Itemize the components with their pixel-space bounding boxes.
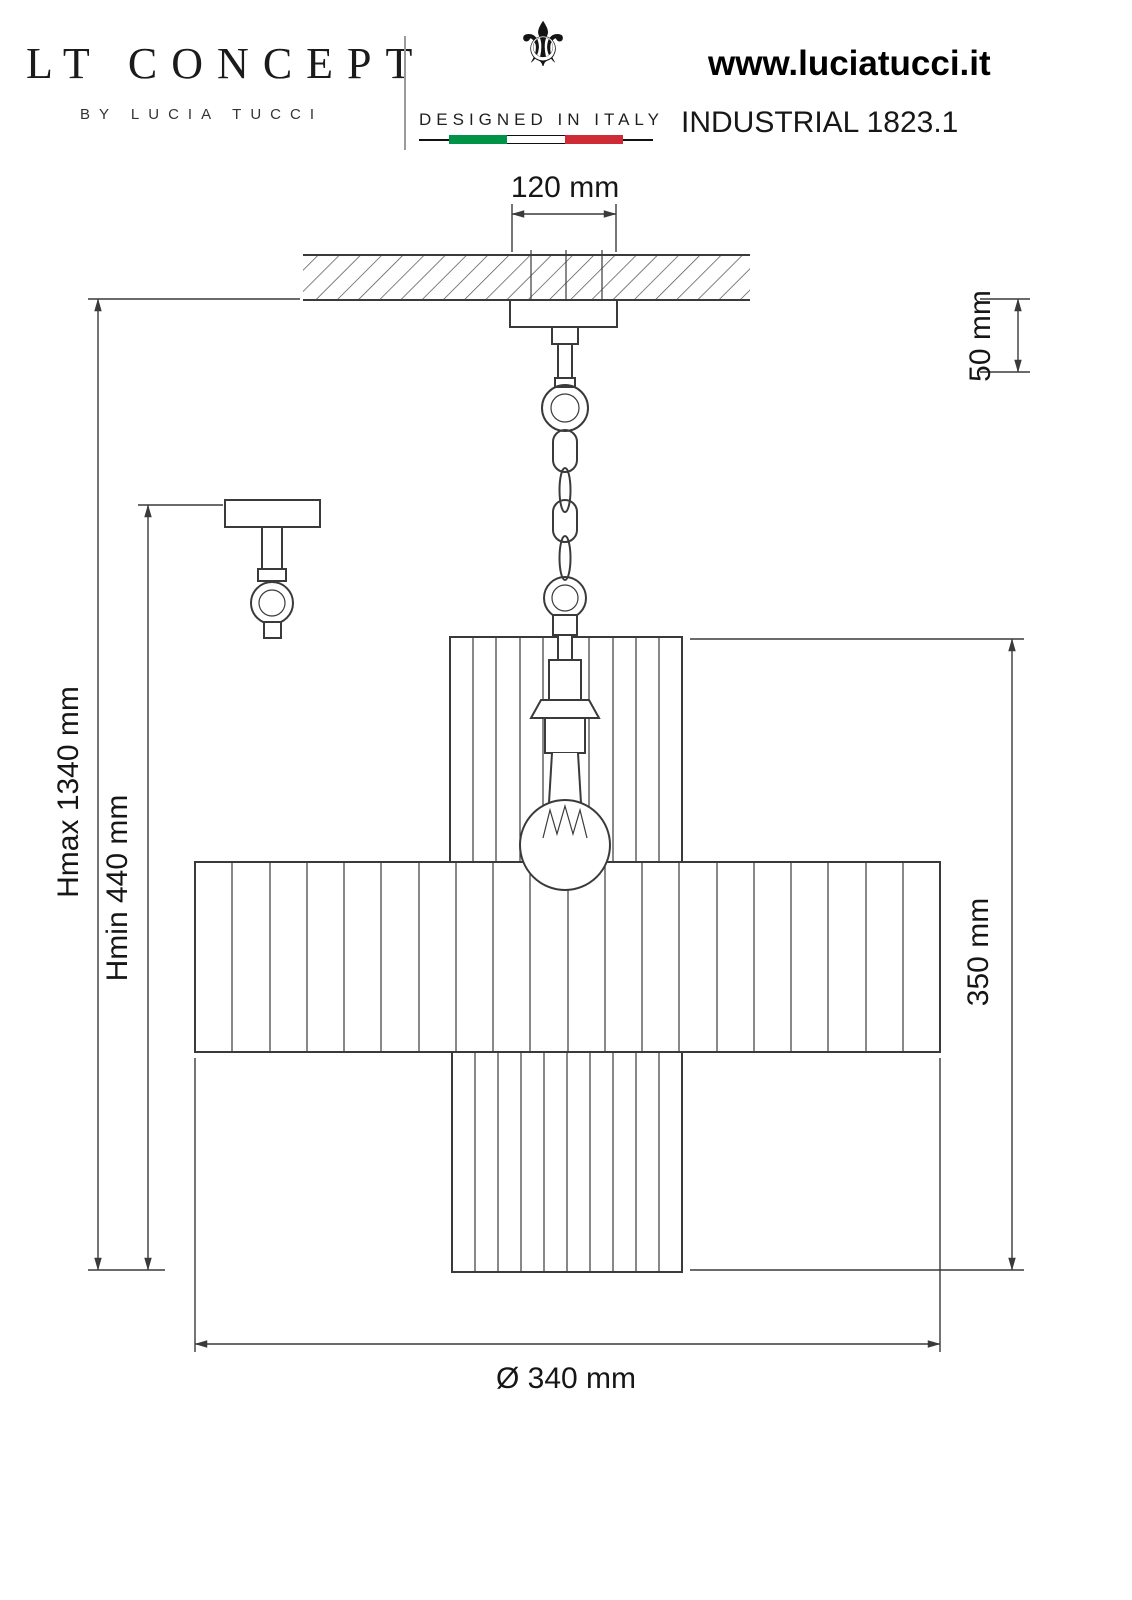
bottom-loop <box>543 576 587 620</box>
canopy-plate <box>509 299 618 386</box>
flag-white <box>507 135 565 144</box>
bulb-filament <box>542 803 588 839</box>
flag-green <box>449 135 507 144</box>
dim-canopy-width-label: 120 mm <box>511 171 619 204</box>
ceiling-hatch <box>303 250 750 301</box>
light-bulb <box>519 752 611 891</box>
dim-height-min-label: Hmin 440 mm <box>101 795 134 982</box>
chain-link <box>552 429 578 473</box>
lower-shade <box>451 1051 683 1273</box>
dim-diameter-label: Ø 340 mm <box>496 1362 636 1395</box>
website-url: www.luciatucci.it <box>708 44 991 83</box>
dim-height-max-label: Hmax 1340 mm <box>52 686 85 898</box>
dim-body-height-label: 350 mm <box>962 898 995 1006</box>
header-divider <box>404 36 406 150</box>
chain-link <box>558 535 572 581</box>
dim-height-min: Hmin 440 mm <box>101 504 223 1271</box>
brand-logo: LT CONCEPT <box>26 39 427 88</box>
dim-canopy-width: 120 mm <box>511 171 619 252</box>
brand-subtitle: BY LUCIA TUCCI <box>80 106 323 123</box>
dim-canopy-height-label: 50 mm <box>964 290 997 382</box>
mount-detail <box>224 499 321 639</box>
flag-colors <box>449 135 623 144</box>
dim-canopy-height: 50 mm <box>964 290 1030 382</box>
flag-red <box>565 135 623 144</box>
designed-in-italy-label: DESIGNED IN ITALY <box>419 110 664 129</box>
lamp-socket <box>529 614 601 754</box>
chain-link <box>558 467 572 513</box>
italy-flag-bar <box>419 134 653 146</box>
product-model-label: INDUSTRIAL 1823.1 <box>681 106 959 139</box>
dim-height-max: Hmax 1340 mm <box>52 298 300 1271</box>
fleur-de-lis-icon: ⚜ <box>515 8 571 81</box>
dim-body-height: 350 mm <box>690 638 1024 1271</box>
dim-diameter: Ø 340 mm <box>194 1058 941 1395</box>
suspension-chain <box>541 377 589 620</box>
chain-link <box>552 499 578 543</box>
